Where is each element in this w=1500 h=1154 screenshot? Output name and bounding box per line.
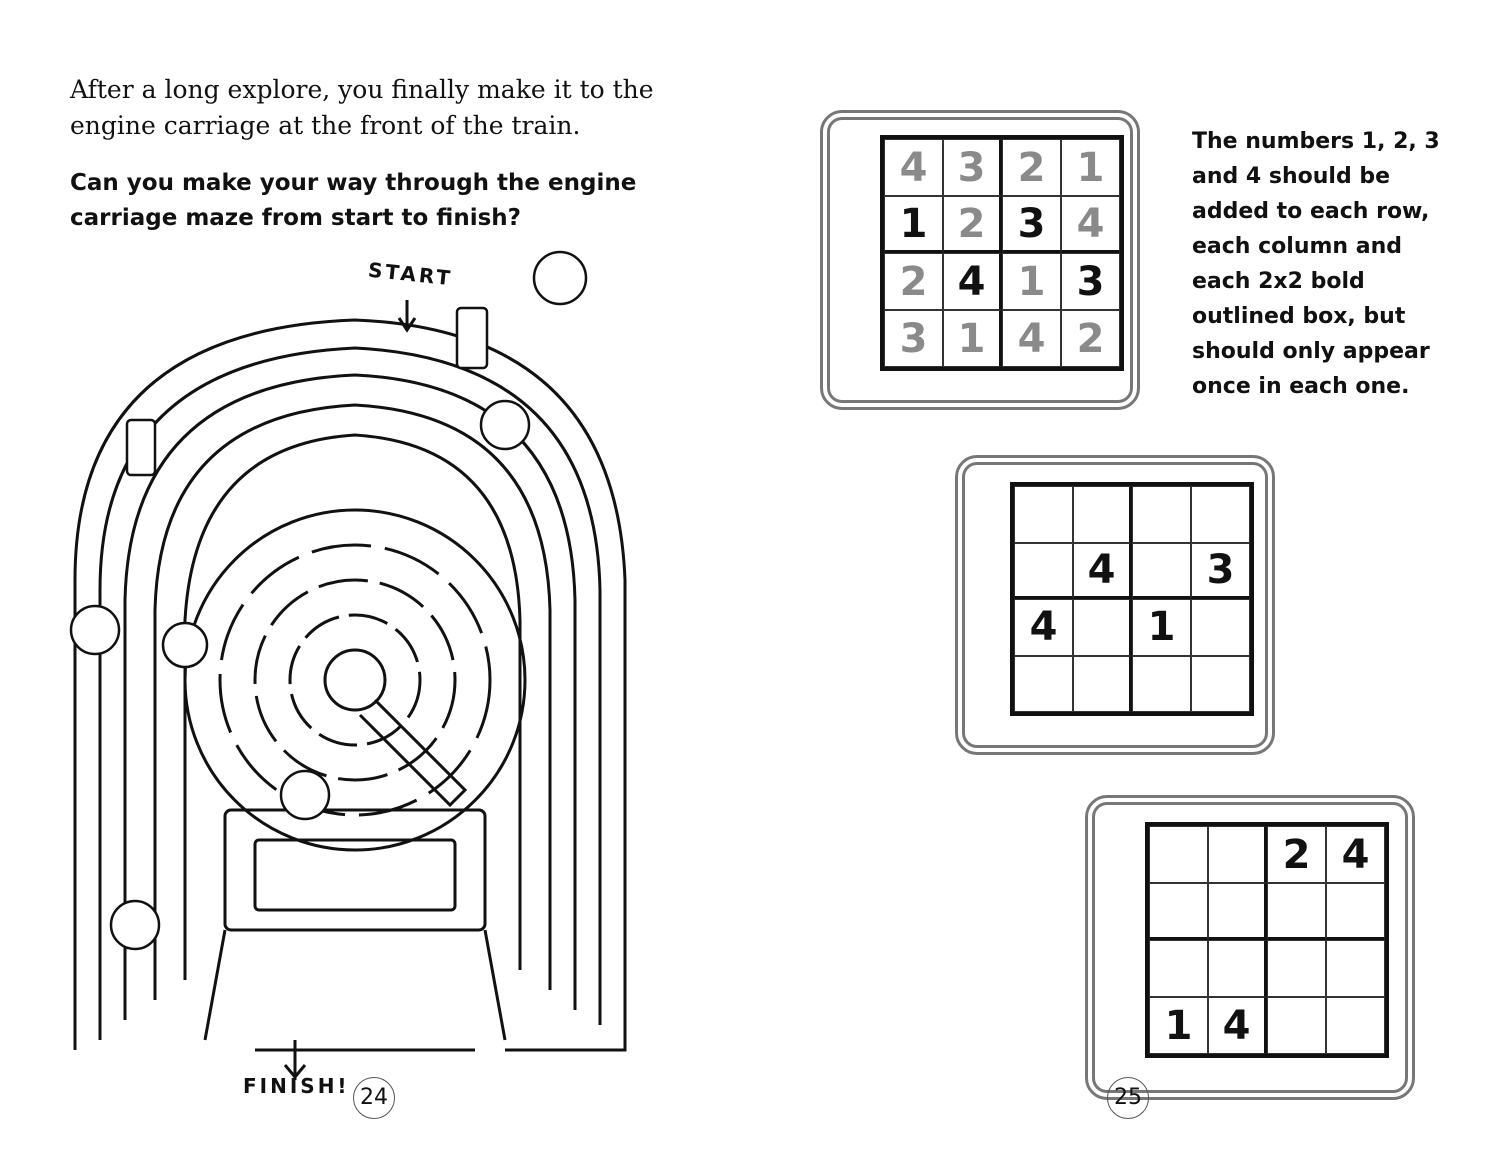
grid-cell[interactable] — [1132, 542, 1191, 599]
grid-cell[interactable]: 3 — [1191, 542, 1250, 599]
pipe-frame — [820, 110, 1140, 410]
page-number: 25 — [1107, 1077, 1149, 1119]
lantern-icon — [455, 306, 489, 370]
grid-cell[interactable] — [1326, 883, 1385, 940]
grid-cell: 3 — [943, 139, 1002, 196]
grid-cell[interactable] — [1208, 940, 1267, 997]
pipe-frame — [1085, 795, 1415, 1100]
grid-cell[interactable] — [1149, 883, 1208, 940]
grid-cell: 2 — [943, 196, 1002, 253]
grid-cell[interactable] — [1014, 655, 1073, 712]
grid-cell: 2 — [1061, 310, 1120, 367]
grid-cell: 4 — [943, 253, 1002, 310]
grid-cell[interactable]: 4 — [1208, 997, 1267, 1054]
grid-cell[interactable] — [1073, 486, 1132, 543]
grid-cell[interactable] — [1267, 940, 1326, 997]
grid-cell[interactable]: 4 — [1326, 826, 1385, 883]
pipe-frame — [955, 455, 1275, 755]
grid-cell[interactable] — [1073, 599, 1132, 656]
grid-cell[interactable] — [1326, 997, 1385, 1054]
right-page: The numbers 1, 2, 3 and 4 should be adde… — [750, 0, 1500, 1154]
engine-maze[interactable] — [55, 250, 655, 1080]
grid-cell[interactable] — [1073, 655, 1132, 712]
grid-cell[interactable] — [1014, 486, 1073, 543]
grid-cell[interactable] — [1326, 940, 1385, 997]
wheel-valve-icon — [109, 899, 161, 951]
grid-cell: 1 — [884, 196, 943, 253]
grid-cell[interactable] — [1132, 655, 1191, 712]
wheel-valve-icon — [479, 399, 531, 451]
wheel-valve-icon — [279, 769, 331, 821]
grid-cell[interactable] — [1014, 542, 1073, 599]
grid-cell[interactable] — [1149, 826, 1208, 883]
pressure-gauge-icon — [69, 604, 121, 656]
grid-cell: 4 — [1002, 310, 1061, 367]
grid-cell[interactable]: 4 — [1073, 542, 1132, 599]
wheel-valve-icon — [161, 621, 209, 669]
grid-cell: 3 — [1002, 196, 1061, 253]
finish-arrow-icon — [283, 1040, 307, 1080]
grid-cell[interactable] — [1191, 486, 1250, 543]
grid-cell[interactable] — [1132, 486, 1191, 543]
page-number: 24 — [353, 1077, 395, 1119]
grid-cell: 2 — [884, 253, 943, 310]
grid-cell: 4 — [884, 139, 943, 196]
intro-text: After a long explore, you finally make i… — [70, 75, 654, 140]
grid-cell[interactable] — [1208, 826, 1267, 883]
grid-cell[interactable] — [1208, 883, 1267, 940]
grid-cell: 1 — [1002, 253, 1061, 310]
grid-cell: 2 — [1002, 139, 1061, 196]
grid-cell[interactable] — [1267, 997, 1326, 1054]
grid-cell: 3 — [884, 310, 943, 367]
grid-cell[interactable]: 2 — [1267, 826, 1326, 883]
question-text: Can you make your way through the engine… — [70, 170, 637, 231]
grid-cell: 1 — [943, 310, 1002, 367]
grid-cell: 1 — [1061, 139, 1120, 196]
grid-cell[interactable] — [1191, 599, 1250, 656]
grid-cell: 3 — [1061, 253, 1120, 310]
finish-label: FINISH! — [243, 1074, 350, 1098]
grid-cell[interactable]: 4 — [1014, 599, 1073, 656]
pressure-gauge-icon — [532, 250, 588, 306]
grid-cell[interactable] — [1267, 883, 1326, 940]
grid-cell: 4 — [1061, 196, 1120, 253]
grid-cell[interactable] — [1149, 940, 1208, 997]
grid-cell[interactable]: 1 — [1149, 997, 1208, 1054]
grid-cell[interactable]: 1 — [1132, 599, 1191, 656]
left-page: After a long explore, you finally make i… — [55, 75, 655, 1119]
rules-text: The numbers 1, 2, 3 and 4 should be adde… — [1192, 129, 1440, 399]
grid-cell[interactable] — [1191, 655, 1250, 712]
lantern-icon — [125, 418, 157, 477]
